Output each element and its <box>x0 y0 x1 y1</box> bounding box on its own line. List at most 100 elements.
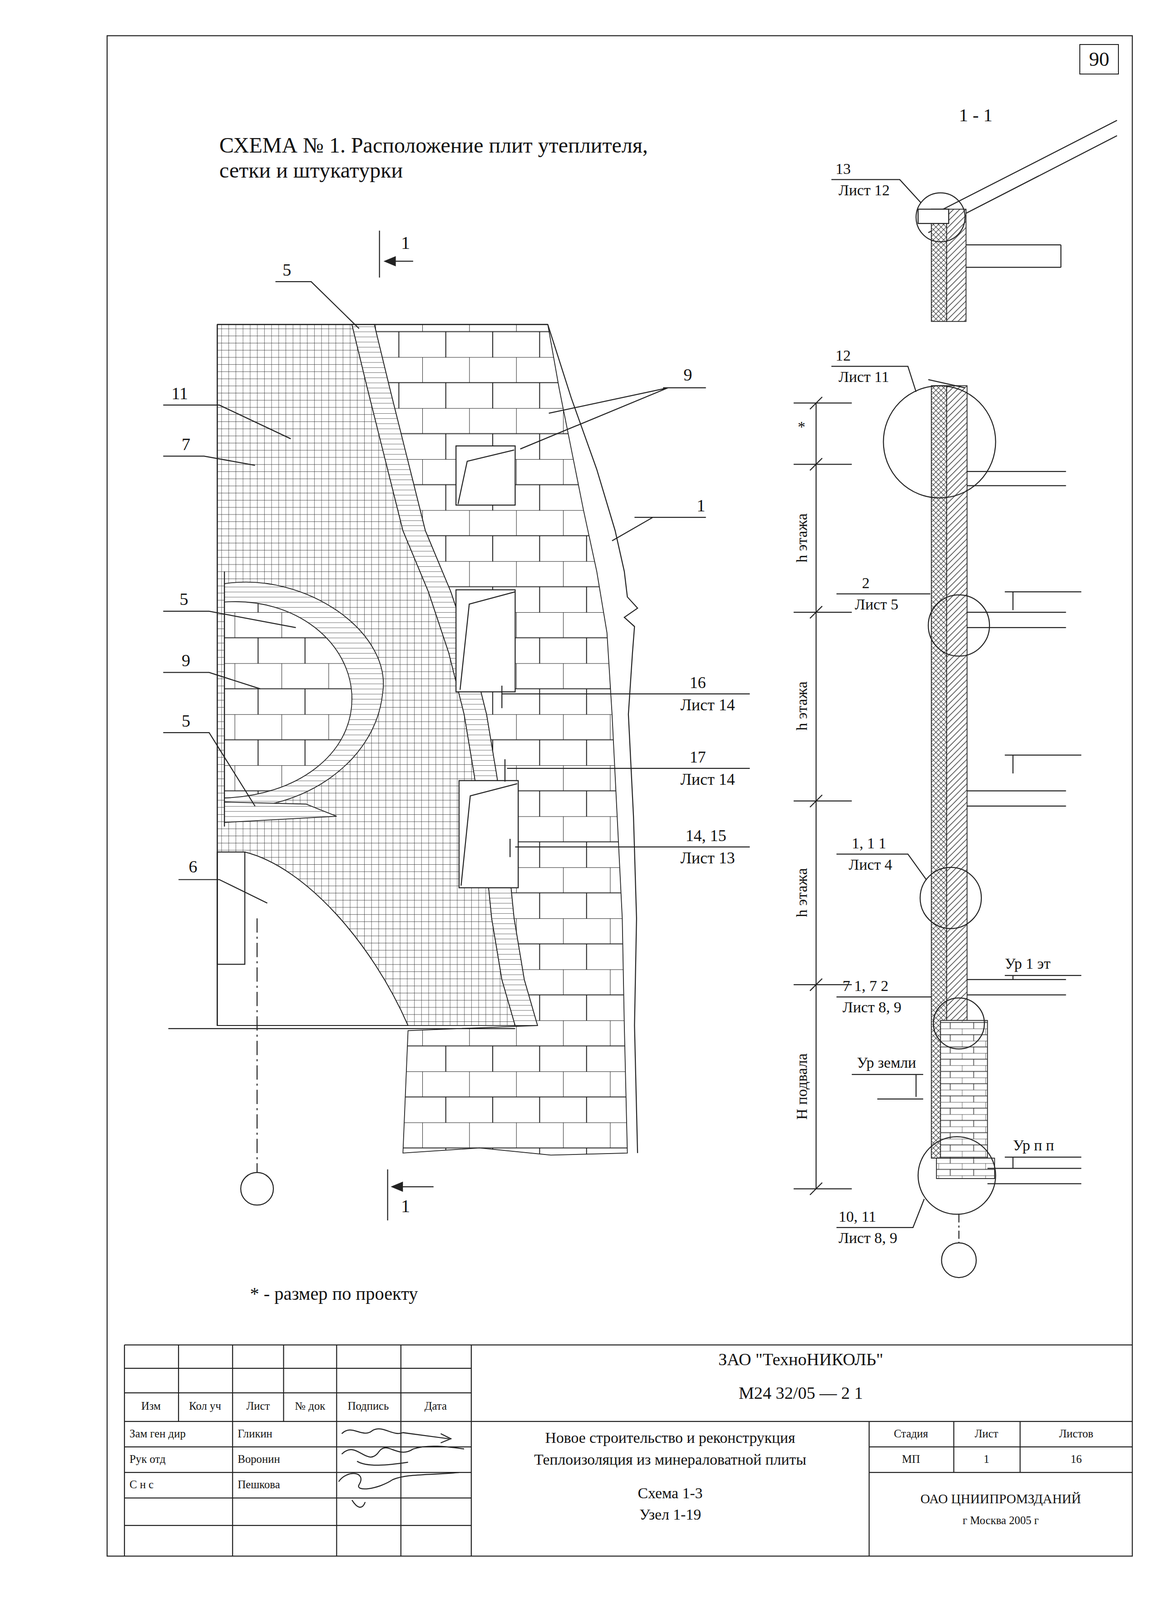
table-header: № док <box>295 1399 326 1413</box>
wall-top <box>217 323 549 325</box>
table-cell: Зам ген дир <box>129 1427 186 1440</box>
callout-number: 12 <box>835 346 851 365</box>
level-mark <box>851 1074 924 1099</box>
callout-number: 16 <box>689 673 707 693</box>
section-marks <box>379 230 434 1221</box>
organization-name: ОАО ЦНИИПРОМЗДАНИЙ <box>920 1491 1082 1507</box>
level-label: Ур п п <box>1013 1136 1055 1155</box>
callout-number: 17 <box>689 747 707 767</box>
callout-number: 9 <box>683 365 693 386</box>
section-label: 1 <box>400 1195 411 1217</box>
insulation-section <box>931 209 947 322</box>
wall-section <box>793 120 1118 1278</box>
leader-line <box>275 281 360 329</box>
table-header: Дата <box>424 1399 447 1413</box>
callout-number: 5 <box>282 260 292 281</box>
detail-circle <box>918 1136 996 1215</box>
leader-line <box>163 732 255 807</box>
window-opening <box>455 445 515 505</box>
level-mark <box>1004 591 1082 1168</box>
dimension-label: H подвала <box>792 1053 811 1120</box>
detail-circle <box>933 997 985 1049</box>
insulation-board <box>224 582 384 809</box>
callout-number: 10, 11 <box>838 1207 877 1226</box>
axis-circle <box>941 1242 977 1278</box>
sheet-ref: Лист 14 <box>680 695 735 715</box>
ground-line <box>168 1028 516 1029</box>
window-opening <box>455 589 515 693</box>
leader-line <box>163 405 291 439</box>
sheet-title: Теплоизоляция из минераловатной плиты <box>534 1450 807 1469</box>
plaster-layer <box>217 851 409 1026</box>
leader-line <box>836 593 931 595</box>
table-header: Изм <box>141 1399 161 1413</box>
section-arrow <box>393 260 414 262</box>
callout-number: 5 <box>181 711 191 732</box>
floor-slab <box>965 244 1061 268</box>
dimension-label: h этажа <box>792 513 811 563</box>
drawing-title: СХЕМА № 1. Расположение плит утеплителя,… <box>219 132 663 183</box>
callout-number: 6 <box>188 856 198 877</box>
sheet-title: Узел 1-19 <box>639 1505 702 1524</box>
window-reveal <box>460 783 518 886</box>
cornice <box>918 209 949 224</box>
table-cell: Рук отд <box>129 1452 166 1466</box>
leader-line <box>831 366 916 392</box>
title-block-grid <box>178 1344 472 1556</box>
sheet-ref: Лист 14 <box>680 770 735 789</box>
sheet-ref: Лист 12 <box>838 181 891 200</box>
callout-number: 7 <box>181 434 191 455</box>
section-mark <box>387 1169 389 1221</box>
signature <box>338 1472 460 1508</box>
sheet-ref: Лист 11 <box>838 368 890 386</box>
wall-elevation <box>168 324 638 1205</box>
title-block-grid <box>869 1421 1133 1557</box>
sheet-ref: Лист 5 <box>855 595 899 614</box>
callout-number: 11 <box>171 383 188 404</box>
dimension-label: * <box>797 418 806 436</box>
leader-line <box>831 179 922 203</box>
note: * - размер по проекту <box>249 1283 418 1305</box>
callout-number: 13 <box>835 160 851 179</box>
leader-line <box>163 611 296 628</box>
table-cell: Пешкова <box>237 1478 280 1491</box>
insulation-board <box>224 801 337 823</box>
sheet-ref: Лист 13 <box>680 848 735 868</box>
sheet-frame <box>107 35 1133 1557</box>
leader-lines <box>163 179 937 1227</box>
callout-number: 7 1, 7 2 <box>842 977 889 995</box>
callout-number: 1 <box>696 495 706 516</box>
detail-circle <box>883 385 996 498</box>
leader-line <box>612 517 707 541</box>
callout-number: 14, 15 <box>685 826 727 846</box>
leader-line <box>163 672 260 689</box>
dimension-tick <box>810 396 823 1195</box>
detail-circle <box>928 594 990 657</box>
page-number-box: 90 <box>1079 44 1120 75</box>
dimension-label: h этажа <box>792 681 811 731</box>
dimension-line <box>815 402 817 1189</box>
table-header: Кол уч <box>188 1399 222 1413</box>
axis-line <box>958 1214 960 1243</box>
leader-line <box>501 693 750 847</box>
leader-line <box>520 387 707 450</box>
anchor-mark <box>501 685 510 857</box>
title-block-grid <box>124 1344 1133 1556</box>
table-cell: Воронин <box>237 1452 280 1466</box>
leader-line <box>178 879 268 904</box>
callout-number: 5 <box>179 589 188 610</box>
window-opening <box>459 780 519 888</box>
signature <box>341 1445 465 1465</box>
document-code: М24 32/05 — 2 1 <box>738 1383 864 1404</box>
company-name: ЗАО "ТехноНИКОЛЬ" <box>718 1349 884 1370</box>
section-mark <box>379 230 381 278</box>
table-cell: 16 <box>1070 1452 1083 1466</box>
section-arrow <box>383 256 396 267</box>
window-reveal <box>459 591 515 690</box>
table-cell: 1 <box>983 1452 989 1466</box>
title-block <box>124 1344 1133 1556</box>
footing <box>936 1157 995 1179</box>
table-header: Подпись <box>347 1399 390 1413</box>
organization-city: г Москва 2005 г <box>962 1513 1039 1527</box>
signature <box>341 1428 451 1443</box>
